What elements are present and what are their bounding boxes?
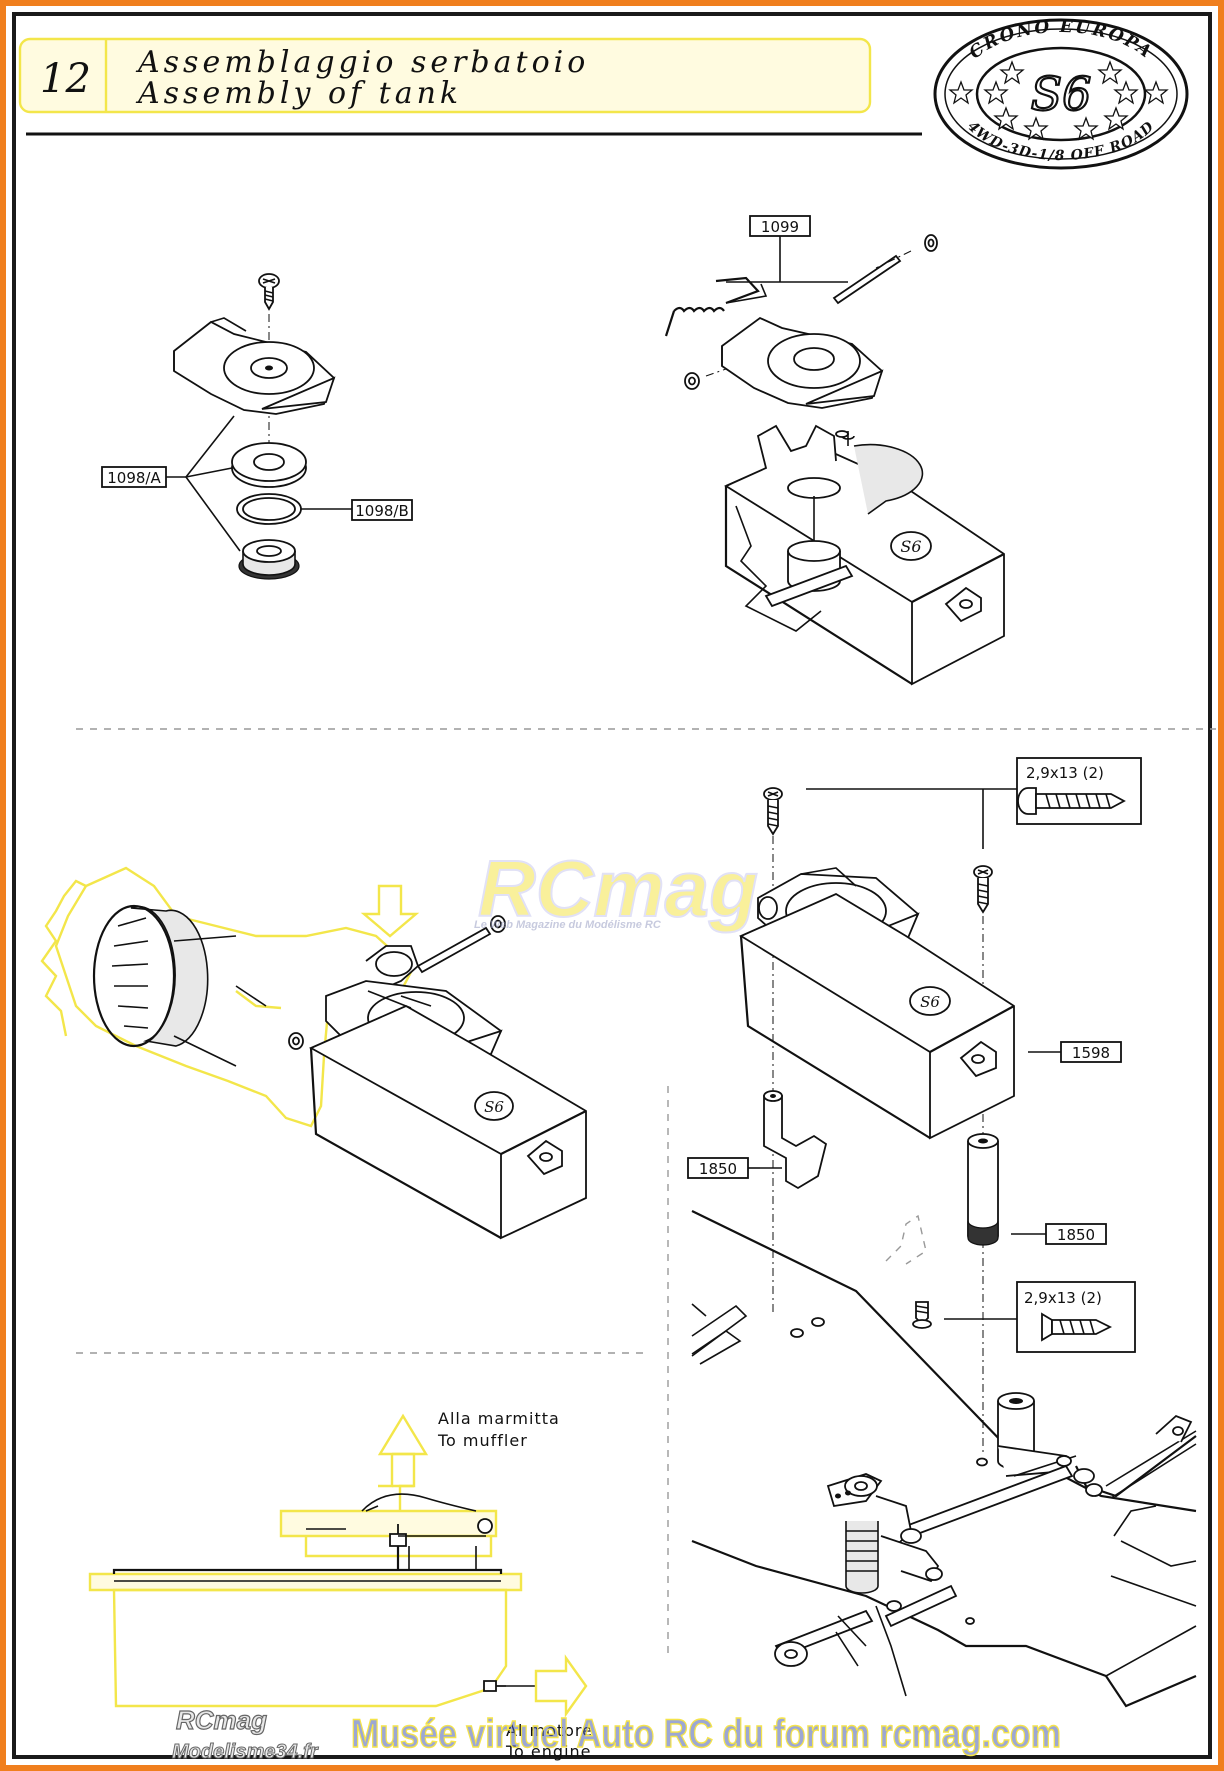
engine-note-english: To engine xyxy=(505,1742,592,1761)
tank-side-view xyxy=(88,1493,536,1708)
screw-icon xyxy=(912,1301,932,1329)
crono-s6-logo: CRONO EUROPA 4WD-3D-1/8 OFF ROAD S6 xyxy=(933,17,1189,170)
step-number: 12 xyxy=(40,56,91,102)
svg-text:S6: S6 xyxy=(900,537,921,556)
muffler-note-italian: Alla marmitta xyxy=(438,1409,560,1428)
gasket-1098a xyxy=(231,442,307,488)
watermark-rcmag-subtitle: Le Web Magazine du Modélisme RC xyxy=(474,919,662,931)
logo-stars xyxy=(948,60,1169,141)
svg-text:1850: 1850 xyxy=(1057,1226,1095,1244)
svg-text:1098/A: 1098/A xyxy=(107,469,161,487)
svg-text:1098/B: 1098/B xyxy=(355,502,409,520)
header-box xyxy=(18,37,872,114)
callout-1850-right xyxy=(1045,1223,1107,1245)
spring-part xyxy=(664,276,768,337)
hinge-pin-part xyxy=(832,254,902,305)
callout-screw-top xyxy=(1016,757,1142,825)
svg-text:2,9x13 (2): 2,9x13 (2) xyxy=(1026,764,1104,782)
footer-museum-text: Musée virtuel Auto RC du forum rcmag.com xyxy=(351,1712,1061,1756)
svg-text:1598: 1598 xyxy=(1072,1044,1110,1062)
sleeve-cuff xyxy=(92,904,267,1067)
svg-text:S6: S6 xyxy=(920,993,940,1011)
title-english: Assembly of tank xyxy=(135,76,462,111)
hinge-pin-part xyxy=(416,926,492,974)
mount-bracket-1850 xyxy=(763,1090,828,1190)
screw-icon xyxy=(763,787,783,836)
footer-watermark: RCmag Modelisme34.fr Musée virtuel Auto … xyxy=(172,1704,1062,1763)
pan-head-screw-icon xyxy=(1017,787,1126,815)
standoff-post-1850 xyxy=(967,1133,999,1246)
fuel-tank-body: S6 xyxy=(308,1004,587,1240)
step-tank-hinge: 1099 xyxy=(664,215,1005,686)
tank-cap-part xyxy=(173,317,336,415)
watermark-rcmag: RCmag xyxy=(478,844,758,933)
arrow-right-icon xyxy=(534,1654,588,1718)
engine-note-italian: Al motore xyxy=(506,1721,593,1740)
screw-icon xyxy=(258,273,280,311)
muffler-note-english: To muffler xyxy=(437,1431,528,1450)
svg-text:1099: 1099 xyxy=(761,218,799,236)
screw-icon xyxy=(973,865,993,914)
step-cap-exploded: 1098/A 1098/B xyxy=(101,273,413,580)
svg-text:S6: S6 xyxy=(484,1098,504,1116)
logo-center-text: S6 xyxy=(1031,67,1092,121)
assembly-diagram: 12 Assemblaggio serbatoio Assembly of ta… xyxy=(18,17,1216,1764)
svg-text:1850: 1850 xyxy=(699,1160,737,1178)
step-tank-mount: 2,9x13 (2) xyxy=(687,757,1197,1708)
steering-linkage xyxy=(774,1392,1197,1697)
step-tube-routing: Alla marmitta To muffler xyxy=(88,1409,593,1761)
grommet-part xyxy=(238,539,300,580)
callout-screw-bottom xyxy=(1016,1281,1136,1353)
oring-1098b xyxy=(236,493,302,525)
callout-1098b xyxy=(351,499,413,521)
press-arrow-icon xyxy=(360,884,420,938)
footer-logo-rcmag: RCmag xyxy=(176,1705,267,1735)
countersunk-screw-icon xyxy=(1041,1312,1113,1342)
tank-cap-part xyxy=(721,316,884,409)
callout-1598 xyxy=(1060,1041,1122,1063)
svg-text:2,9x13 (2): 2,9x13 (2) xyxy=(1024,1289,1102,1307)
title-italian: Assemblaggio serbatoio xyxy=(135,45,589,80)
fuel-tank-body: S6 xyxy=(739,892,1015,1140)
rcmag-watermark: RCmag Le Web Magazine du Modélisme RC xyxy=(474,843,759,934)
header: 12 Assemblaggio serbatoio Assembly of ta… xyxy=(18,37,922,136)
step-hand-press: S6 xyxy=(40,866,587,1240)
fuel-tank-body: S6 xyxy=(724,424,1005,686)
footer-logo-modelisme: Modelisme34.fr xyxy=(172,1741,319,1763)
